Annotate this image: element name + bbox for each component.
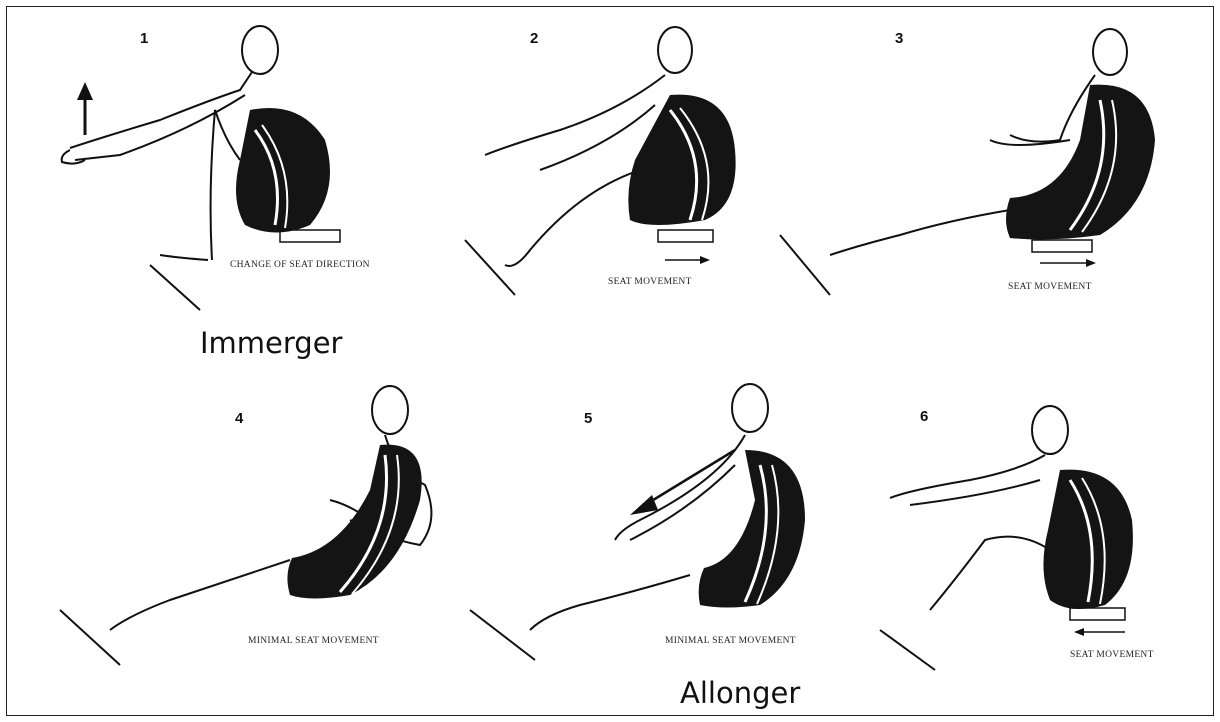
step-3-panel: 3 SEAT MOVEMENT	[770, 20, 1190, 320]
step-caption: CHANGE OF SEAT DIRECTION	[230, 260, 370, 270]
step-1-panel: 1 CHANGE OF SEAT DIRECTION	[40, 20, 420, 320]
rower-figure-3	[770, 20, 1190, 320]
step-caption: MINIMAL SEAT MOVEMENT	[248, 636, 379, 646]
phase-label-catch: Immerger	[200, 326, 342, 360]
step-5-panel: 5 MINIMAL SEAT MOVEMENT	[460, 380, 860, 680]
step-2-panel: 2 SEAT MOVEMENT	[440, 20, 760, 320]
step-4-panel: 4 MINIMAL SEAT MOVEMENT	[40, 380, 450, 680]
step-caption: SEAT MOVEMENT	[1070, 650, 1154, 660]
step-caption: MINIMAL SEAT MOVEMENT	[665, 636, 796, 646]
step-caption: SEAT MOVEMENT	[1008, 282, 1092, 292]
rower-figure-4	[40, 380, 450, 680]
rower-figure-5	[460, 380, 860, 680]
phase-label-extension: Allonger	[680, 676, 800, 710]
step-6-panel: 6 SEAT MOVEMENT	[870, 380, 1190, 680]
rower-figure-6	[870, 380, 1190, 680]
rower-figure-2	[440, 20, 760, 320]
rower-figure-1	[40, 20, 420, 320]
step-caption: SEAT MOVEMENT	[608, 277, 692, 287]
